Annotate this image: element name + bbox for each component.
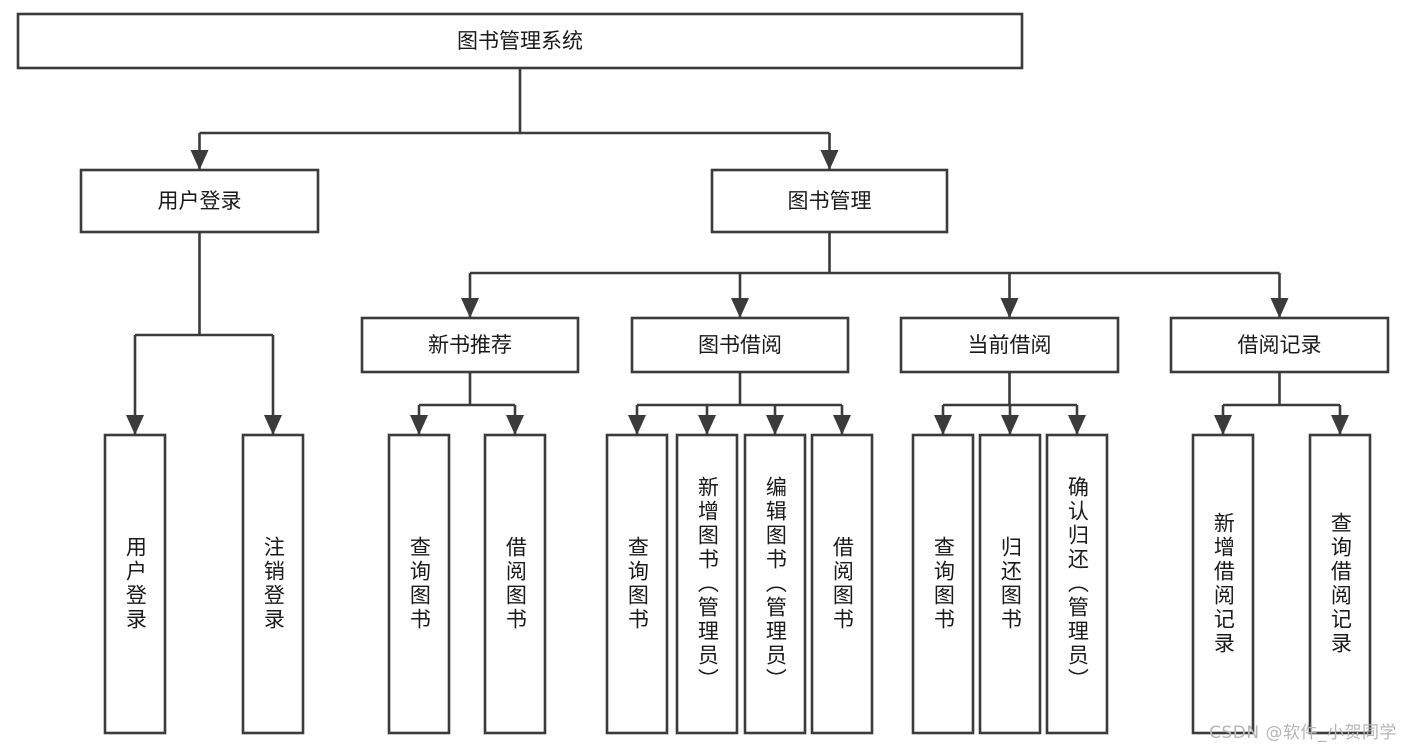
arrow-head-icon: [1331, 415, 1349, 435]
node-leaf-query-record[interactable]: [1308, 433, 1372, 735]
arrow-head-icon: [698, 415, 716, 435]
node-leaf-query-book-3[interactable]: [911, 433, 975, 735]
node-leaf-user-logout[interactable]: [241, 433, 305, 735]
arrow-head-icon: [126, 415, 144, 435]
arrow-head-icon: [934, 415, 952, 435]
node-user-login[interactable]: [79, 168, 320, 234]
node-layer: [16, 12, 1390, 735]
arrow-head-icon: [1000, 298, 1019, 318]
node-leaf-return-book[interactable]: [978, 433, 1042, 735]
node-leaf-borrow-book-1[interactable]: [483, 433, 547, 735]
arrow-head-icon: [461, 298, 479, 318]
arrow-head-icon: [410, 415, 428, 435]
node-leaf-confirm-return[interactable]: [1045, 433, 1109, 735]
node-label-borrow-record: 借阅记录: [1238, 333, 1322, 357]
watermark: CSDN @软件_小贺同学: [1209, 723, 1397, 743]
node-label-current-borrow: 当前借阅: [968, 333, 1052, 357]
node-label-root: 图书管理系统: [457, 29, 583, 53]
node-label-user-login: 用户登录: [158, 189, 242, 213]
arrow-head-icon: [628, 415, 646, 435]
edge-layer: [126, 68, 1349, 435]
node-borrow-record[interactable]: [1169, 316, 1390, 374]
arrow-head-icon: [264, 415, 282, 435]
arrow-head-icon: [833, 415, 851, 435]
arrow-head-icon: [190, 150, 209, 170]
arrow-head-icon: [820, 150, 839, 170]
arrow-head-icon: [1068, 415, 1086, 435]
arrow-head-icon: [506, 415, 524, 435]
arrow-head-icon: [731, 298, 749, 318]
node-leaf-add-record[interactable]: [1191, 433, 1255, 735]
node-current-borrow[interactable]: [899, 316, 1120, 374]
node-label-book-borrow: 图书借阅: [698, 333, 782, 357]
node-leaf-query-book-2[interactable]: [605, 433, 669, 735]
node-label-book-manage: 图书管理: [788, 189, 872, 213]
node-new-book-rec[interactable]: [360, 316, 580, 374]
node-leaf-user-login[interactable]: [103, 433, 167, 735]
node-label-new-book-rec: 新书推荐: [428, 333, 512, 357]
arrow-head-icon: [1270, 298, 1289, 318]
node-leaf-edit-book[interactable]: [743, 433, 807, 735]
node-leaf-add-book[interactable]: [675, 433, 739, 735]
node-book-manage[interactable]: [710, 168, 949, 234]
arrow-head-icon: [1001, 415, 1019, 435]
node-leaf-borrow-book-2[interactable]: [810, 433, 874, 735]
arrow-head-icon: [1214, 415, 1232, 435]
node-book-borrow[interactable]: [630, 316, 850, 374]
node-root[interactable]: [16, 12, 1024, 70]
arrow-head-icon: [766, 415, 784, 435]
node-leaf-query-book-1[interactable]: [387, 433, 451, 735]
